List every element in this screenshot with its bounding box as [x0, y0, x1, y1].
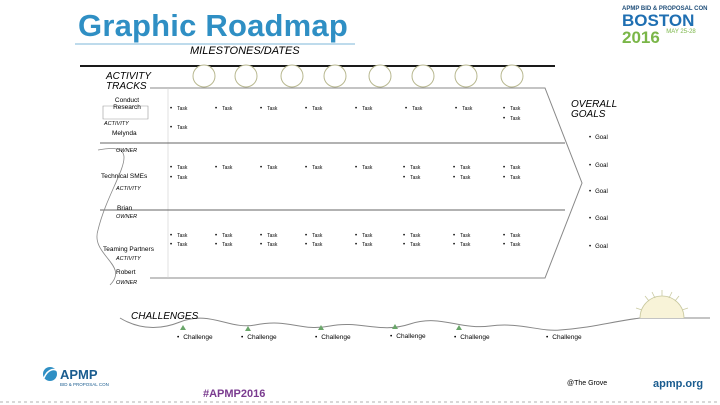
- milestone-circle-2: [234, 64, 258, 88]
- site-url: apmp.org: [653, 378, 704, 390]
- apmp-logo-text: APMP: [60, 367, 98, 382]
- challenge-item: Challenge: [241, 334, 276, 341]
- page-title: Graphic Roadmap: [78, 8, 348, 43]
- challenge-item: Challenge: [390, 333, 425, 340]
- task: Task: [260, 242, 277, 248]
- task: Task: [305, 242, 322, 248]
- task: Task: [403, 233, 420, 239]
- goal-item: Goal: [589, 244, 608, 250]
- challenges-label: CHALLENGES: [131, 311, 199, 322]
- event-logo-city: BOSTON: [622, 11, 695, 30]
- task: Task: [170, 233, 187, 239]
- milestone-circle-1: [192, 64, 216, 88]
- apmp-logo-icon: [43, 367, 59, 381]
- task: Task: [260, 165, 277, 171]
- milestone-circle-7: [454, 64, 478, 88]
- challenges-wave: [119, 317, 710, 331]
- task: Task: [403, 242, 420, 248]
- roadmap-arrow: [150, 87, 583, 279]
- task: Task: [215, 233, 232, 239]
- task: Task: [305, 233, 322, 239]
- apmp-logo: APMP BID & PROPOSAL CON: [60, 367, 109, 387]
- event-logo: APMP BID & PROPOSAL CON BOSTON 2016 MAY …: [622, 6, 710, 48]
- milestone-circle-6: [411, 64, 435, 88]
- milestone-circle-5: [368, 64, 392, 88]
- task: Task: [503, 116, 520, 122]
- challenge-icon-5: [456, 325, 462, 330]
- task: Task: [305, 165, 322, 171]
- challenge-item: Challenge: [177, 334, 212, 341]
- challenge-icon-3: [318, 325, 324, 330]
- track-label-box-1: [102, 105, 149, 120]
- goal-item: Goal: [589, 189, 608, 195]
- task: Task: [453, 242, 470, 248]
- task: Task: [503, 165, 520, 171]
- overall-goals-label: OVERALL GOALS: [571, 99, 617, 120]
- task: Task: [405, 106, 422, 112]
- apmp-logo-subtext: BID & PROPOSAL CON: [60, 382, 109, 387]
- track-owner-1: Melynda: [112, 130, 137, 137]
- task: Task: [260, 233, 277, 239]
- challenge-item: Challenge: [546, 334, 581, 341]
- task: Task: [453, 165, 470, 171]
- goal-item: Goal: [589, 216, 608, 222]
- task: Task: [170, 125, 187, 131]
- task: Task: [453, 233, 470, 239]
- track-name-1: Conduct Research: [113, 97, 141, 111]
- task: Task: [215, 165, 232, 171]
- track-owner-label-1: OWNER: [116, 148, 138, 154]
- task: Task: [355, 106, 372, 112]
- event-logo-date: MAY 25-28: [666, 29, 696, 35]
- challenge-icon-4: [392, 324, 398, 329]
- challenge-item: Challenge: [454, 334, 489, 341]
- task: Task: [355, 233, 372, 239]
- task: Task: [503, 233, 520, 239]
- milestone-circle-8: [500, 64, 524, 88]
- event-hashtag: #APMP2016: [203, 388, 266, 400]
- task: Task: [403, 165, 420, 171]
- track-owner-3: Robert: [116, 269, 136, 276]
- task: Task: [170, 165, 187, 171]
- challenge-icon-2: [245, 326, 251, 331]
- activity-tracks-label: ACTIVITY TRACKS: [106, 71, 151, 92]
- task: Task: [503, 106, 520, 112]
- task: Task: [403, 175, 420, 181]
- track-swirl: [96, 148, 125, 286]
- sun-illustration: [635, 290, 689, 319]
- milestones-label: MILESTONES/DATES: [190, 45, 300, 57]
- challenge-icons: [180, 324, 462, 331]
- task: Task: [215, 106, 232, 112]
- task: Task: [170, 106, 187, 112]
- track-activity-label-3: ACTIVITY: [116, 256, 141, 262]
- milestone-circle-4: [323, 64, 347, 88]
- goal-item: Goal: [589, 135, 608, 141]
- track-owner-label-3: OWNER: [116, 280, 138, 286]
- challenge-icon-1: [180, 325, 186, 330]
- task: Task: [305, 106, 322, 112]
- track-name-3: Teaming Partners: [103, 246, 154, 253]
- task: Task: [453, 175, 470, 181]
- milestone-markers: [192, 64, 524, 88]
- task: Task: [503, 175, 520, 181]
- track-activity-label-1: ACTIVITY: [104, 121, 129, 127]
- milestone-circle-3: [280, 64, 304, 88]
- task: Task: [170, 242, 187, 248]
- event-logo-small-text: APMP BID & PROPOSAL CON: [622, 6, 708, 12]
- task: Task: [455, 106, 472, 112]
- track-name-2: Technical SMEs: [101, 173, 148, 180]
- challenge-item: Challenge: [315, 334, 350, 341]
- task: Task: [260, 106, 277, 112]
- task: Task: [355, 242, 372, 248]
- track-owner-label-2: OWNER: [116, 214, 138, 220]
- track-activity-label-2: ACTIVITY: [116, 186, 141, 192]
- task: Task: [355, 165, 372, 171]
- event-logo-year: 2016: [622, 28, 660, 47]
- credit-text: @The Grove: [567, 380, 608, 387]
- task: Task: [503, 242, 520, 248]
- goal-item: Goal: [589, 163, 608, 169]
- task: Task: [215, 242, 232, 248]
- track-owner-2: Brian: [117, 205, 133, 212]
- task: Task: [170, 175, 187, 181]
